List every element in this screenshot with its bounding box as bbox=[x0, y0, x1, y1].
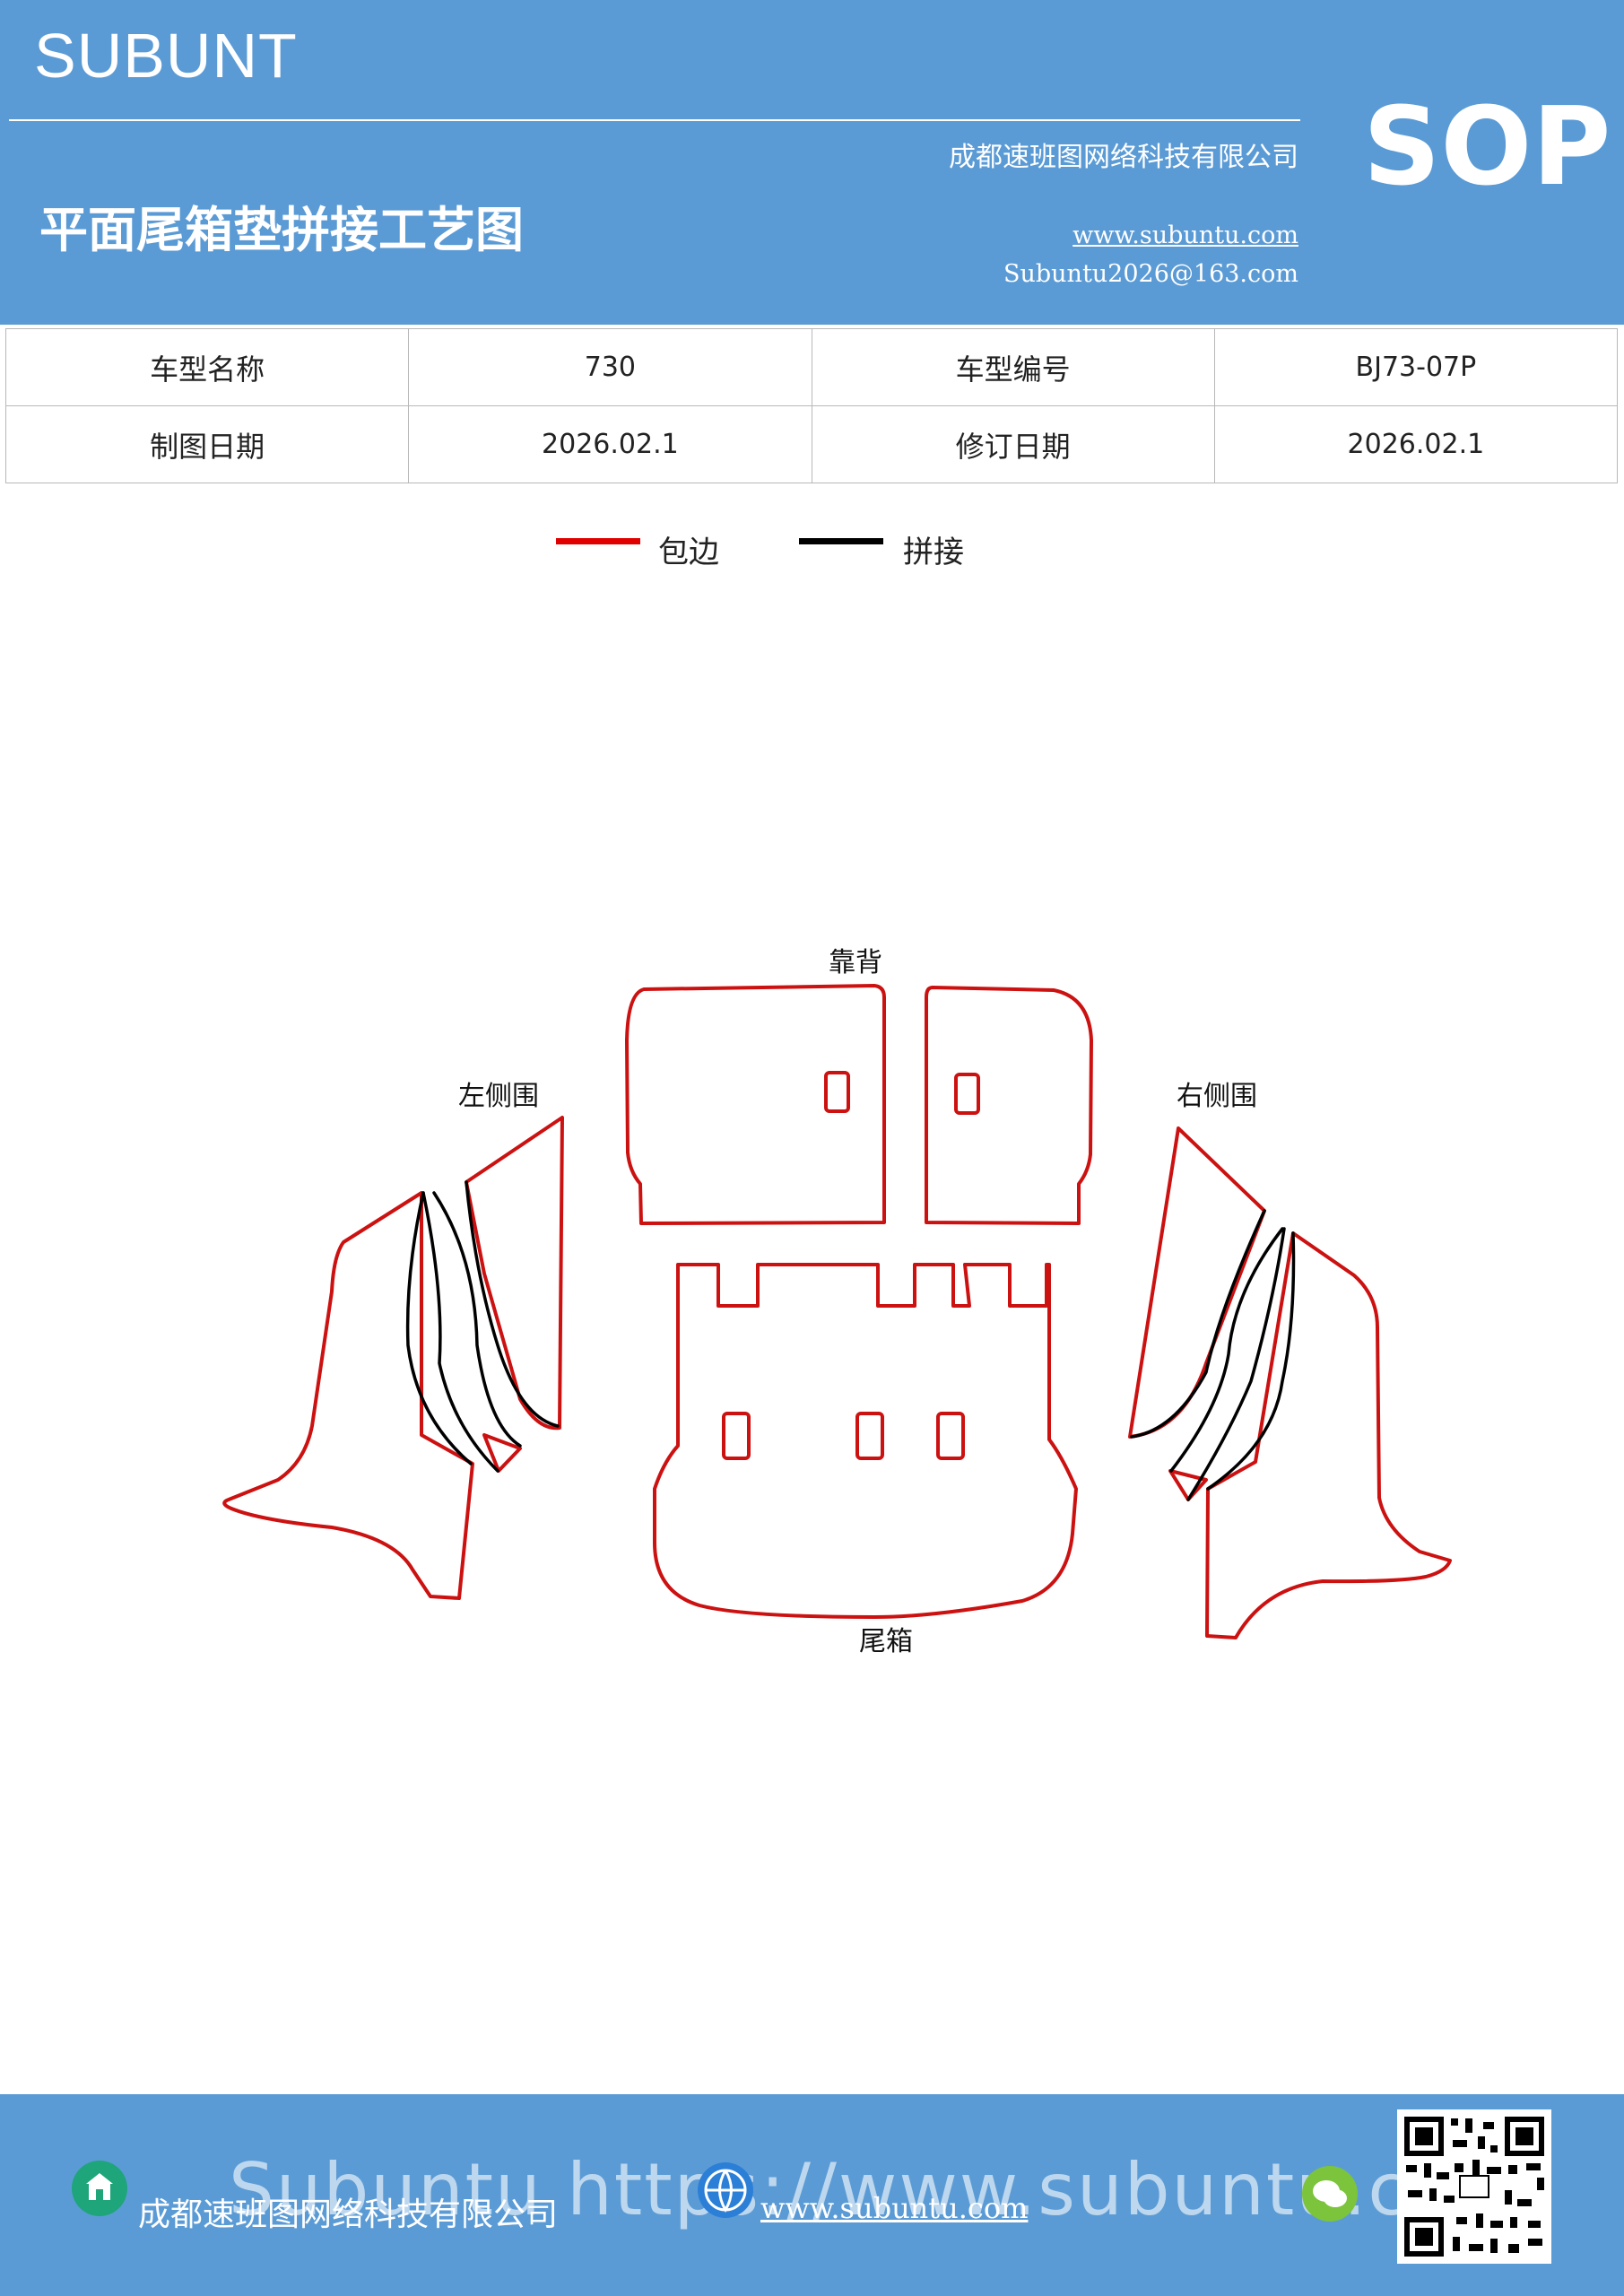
left-seam-line bbox=[421, 1191, 499, 1473]
right-side-inner-panel bbox=[1128, 1126, 1266, 1439]
backrest-right-panel bbox=[925, 986, 1093, 1225]
right-seam-line bbox=[1130, 1209, 1266, 1439]
footer-website-link[interactable]: www.subuntu.com bbox=[760, 2191, 1029, 2225]
label-right-side: 右侧围 bbox=[1177, 1081, 1257, 1112]
footer-company-name: 成都速班图网络科技有限公司 bbox=[138, 2196, 559, 2233]
globe-icon bbox=[698, 2162, 753, 2218]
trunk-slot bbox=[936, 1412, 965, 1460]
label-trunk: 尾箱 bbox=[859, 1626, 913, 1657]
qr-code bbox=[1397, 2109, 1551, 2264]
table-row: 制图日期 2026.02.1 修订日期 2026.02.1 bbox=[4, 405, 1619, 483]
vehicle-info-table: 车型名称 730 车型编号 BJ73-07P 制图日期 2026.02.1 修订… bbox=[4, 328, 1619, 483]
label-revise-date: 修订日期 bbox=[811, 405, 1215, 483]
company-name: 成都速班图网络科技有限公司 bbox=[949, 142, 1298, 173]
brand-logo-text: SUBUNT bbox=[34, 21, 298, 91]
document-title: 平面尾箱垫拼接工艺图 bbox=[39, 202, 524, 258]
label-model-code: 车型编号 bbox=[811, 328, 1215, 406]
label-draw-date: 制图日期 bbox=[4, 405, 410, 483]
label-model-name: 车型名称 bbox=[4, 328, 410, 406]
legend: 包边 拼接 bbox=[0, 522, 1624, 576]
left-seam-line bbox=[432, 1191, 522, 1448]
header-divider bbox=[9, 119, 1300, 121]
backrest-left-slot bbox=[824, 1071, 850, 1113]
legend-seam-swatch bbox=[799, 538, 883, 544]
right-seam-line bbox=[1186, 1227, 1286, 1501]
label-backrest: 靠背 bbox=[829, 947, 882, 978]
legend-seam-label: 拼接 bbox=[903, 535, 964, 570]
trunk-slot bbox=[722, 1412, 751, 1460]
legend-edge-swatch bbox=[556, 538, 640, 544]
backrest-right-slot bbox=[954, 1073, 980, 1115]
left-seam-line bbox=[465, 1180, 560, 1428]
value-model-name: 730 bbox=[408, 328, 812, 406]
left-side-strip bbox=[482, 1433, 522, 1473]
trunk-panel bbox=[653, 1263, 1078, 1619]
right-seam-line bbox=[1206, 1231, 1296, 1491]
backrest-left-panel bbox=[625, 984, 886, 1225]
value-draw-date: 2026.02.1 bbox=[408, 405, 812, 483]
legend-edge-label: 包边 bbox=[658, 535, 719, 570]
value-revise-date: 2026.02.1 bbox=[1213, 405, 1619, 483]
value-model-code: BJ73-07P bbox=[1213, 328, 1619, 406]
table-row: 车型名称 730 车型编号 BJ73-07P bbox=[4, 328, 1619, 406]
footer-banner: Subuntu https://www.subuntu.com 成都速班图网络科… bbox=[0, 2094, 1624, 2296]
left-seam-line bbox=[405, 1191, 473, 1465]
home-icon bbox=[72, 2161, 127, 2216]
wechat-icon bbox=[1302, 2166, 1358, 2222]
header-banner: SUBUNT SOP 平面尾箱垫拼接工艺图 成都速班图网络科技有限公司 www.… bbox=[0, 0, 1624, 325]
trunk-slot bbox=[855, 1412, 884, 1460]
sop-badge: SOP bbox=[1363, 85, 1611, 210]
right-side-strip bbox=[1168, 1469, 1208, 1501]
right-side-outer-panel bbox=[1205, 1231, 1452, 1639]
left-side-inner-panel bbox=[465, 1116, 564, 1431]
left-side-outer-panel bbox=[222, 1191, 474, 1600]
email-address: Subuntu2026@163.com bbox=[1003, 260, 1298, 288]
website-link[interactable]: www.subuntu.com bbox=[1073, 222, 1298, 249]
right-seam-line bbox=[1169, 1227, 1284, 1473]
label-left-side: 左侧围 bbox=[458, 1081, 539, 1112]
